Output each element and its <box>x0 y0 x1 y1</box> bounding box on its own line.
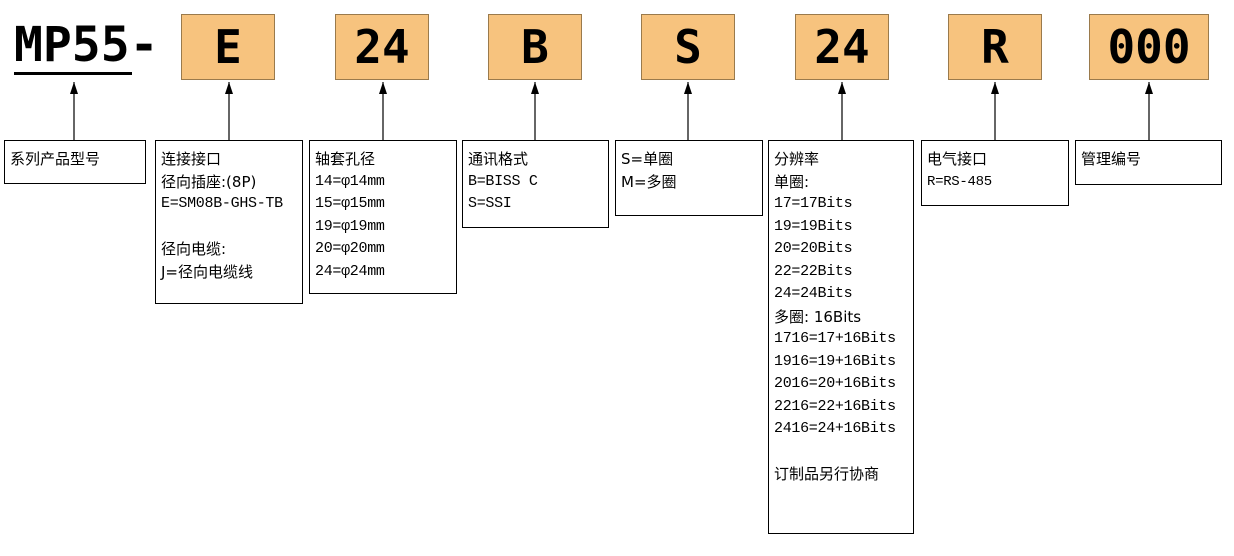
model-prefix: MP55- <box>14 17 159 73</box>
desc-bore-line: 24=φ24mm <box>315 262 385 280</box>
desc-resolution-line: 2016=20+16Bits <box>774 375 896 392</box>
desc-series-line: 系列产品型号 <box>10 150 101 168</box>
arrowhead-resolution <box>838 82 846 94</box>
desc-resolution-line: 多圈: 16Bits <box>774 307 862 326</box>
desc-protocol-title: 通讯格式 <box>468 150 529 168</box>
desc-resolution-line: 2216=22+16Bits <box>774 397 896 415</box>
code-box-management: 000 <box>1089 14 1209 80</box>
desc-resolution-blank <box>774 441 908 464</box>
desc-resolution-line: 22=22Bits <box>774 262 853 280</box>
desc-box-management: 管理编号 <box>1075 140 1222 185</box>
desc-connector-line: 径向插座:(8P) <box>161 172 257 191</box>
arrowhead-protocol <box>531 82 539 94</box>
desc-protocol-line: B=BISS C <box>468 172 538 190</box>
desc-protocol-line: S=SSI <box>468 195 512 212</box>
desc-connector-line: 径向电缆: <box>161 240 227 258</box>
model-prefix-underline <box>14 72 132 75</box>
code-box-turns: S <box>641 14 735 80</box>
arrowhead-turns <box>684 82 692 94</box>
desc-resolution-line: 单圈: <box>774 172 810 191</box>
arrowhead-management <box>1145 82 1153 94</box>
desc-resolution-line: 20=20Bits <box>774 240 853 257</box>
desc-box-connector: 连接接口 径向插座:(8P) E=SM08B-GHS-TB 径向电缆: J=径向… <box>155 140 303 304</box>
desc-bore-line: 20=φ20mm <box>315 240 385 257</box>
desc-turns-line: M=多圈 <box>621 172 677 191</box>
desc-resolution-line: 订制品另行协商 <box>774 465 880 483</box>
arrowhead-electrical <box>991 82 999 94</box>
desc-resolution-line: 1916=19+16Bits <box>774 352 896 370</box>
desc-connector-line: J=径向电缆线 <box>161 262 253 281</box>
arrowhead-connector <box>225 82 233 94</box>
desc-box-electrical: 电气接口 R=RS-485 <box>921 140 1069 206</box>
desc-connector-blank <box>161 216 297 239</box>
desc-bore-line: 19=φ19mm <box>315 217 385 235</box>
desc-connector-title: 连接接口 <box>161 150 222 168</box>
desc-management-line: 管理编号 <box>1081 150 1142 168</box>
desc-resolution-title: 分辨率 <box>774 150 820 168</box>
code-box-resolution: 24 <box>795 14 889 80</box>
desc-turns-line: S=单圈 <box>621 150 674 168</box>
arrowhead-bore <box>379 82 387 94</box>
code-box-electrical: R <box>948 14 1042 80</box>
arrowhead-series <box>70 82 78 94</box>
desc-bore-line: 15=φ15mm <box>315 195 385 212</box>
desc-resolution-line: 17=17Bits <box>774 195 853 212</box>
desc-electrical-title: 电气接口 <box>927 150 988 168</box>
desc-box-protocol: 通讯格式 B=BISS C S=SSI <box>462 140 609 228</box>
code-box-bore: 24 <box>335 14 429 80</box>
desc-connector-line: E=SM08B-GHS-TB <box>161 195 283 212</box>
desc-box-bore: 轴套孔径 14=φ14mm 15=φ15mm 19=φ19mm 20=φ20mm… <box>309 140 457 294</box>
desc-resolution-line: 24=24Bits <box>774 285 853 302</box>
desc-box-resolution: 分辨率 单圈: 17=17Bits 19=19Bits 20=20Bits 22… <box>768 140 914 534</box>
desc-bore-title: 轴套孔径 <box>315 150 376 168</box>
desc-electrical-line: R=RS-485 <box>927 173 992 190</box>
desc-box-series: 系列产品型号 <box>4 140 146 184</box>
code-box-protocol: B <box>488 14 582 80</box>
desc-resolution-line: 2416=24+16Bits <box>774 420 896 437</box>
desc-resolution-line: 19=19Bits <box>774 217 853 235</box>
desc-bore-line: 14=φ14mm <box>315 172 385 190</box>
desc-resolution-line: 1716=17+16Bits <box>774 330 896 347</box>
code-box-connector: E <box>181 14 275 80</box>
desc-box-turns: S=单圈 M=多圈 <box>615 140 763 216</box>
